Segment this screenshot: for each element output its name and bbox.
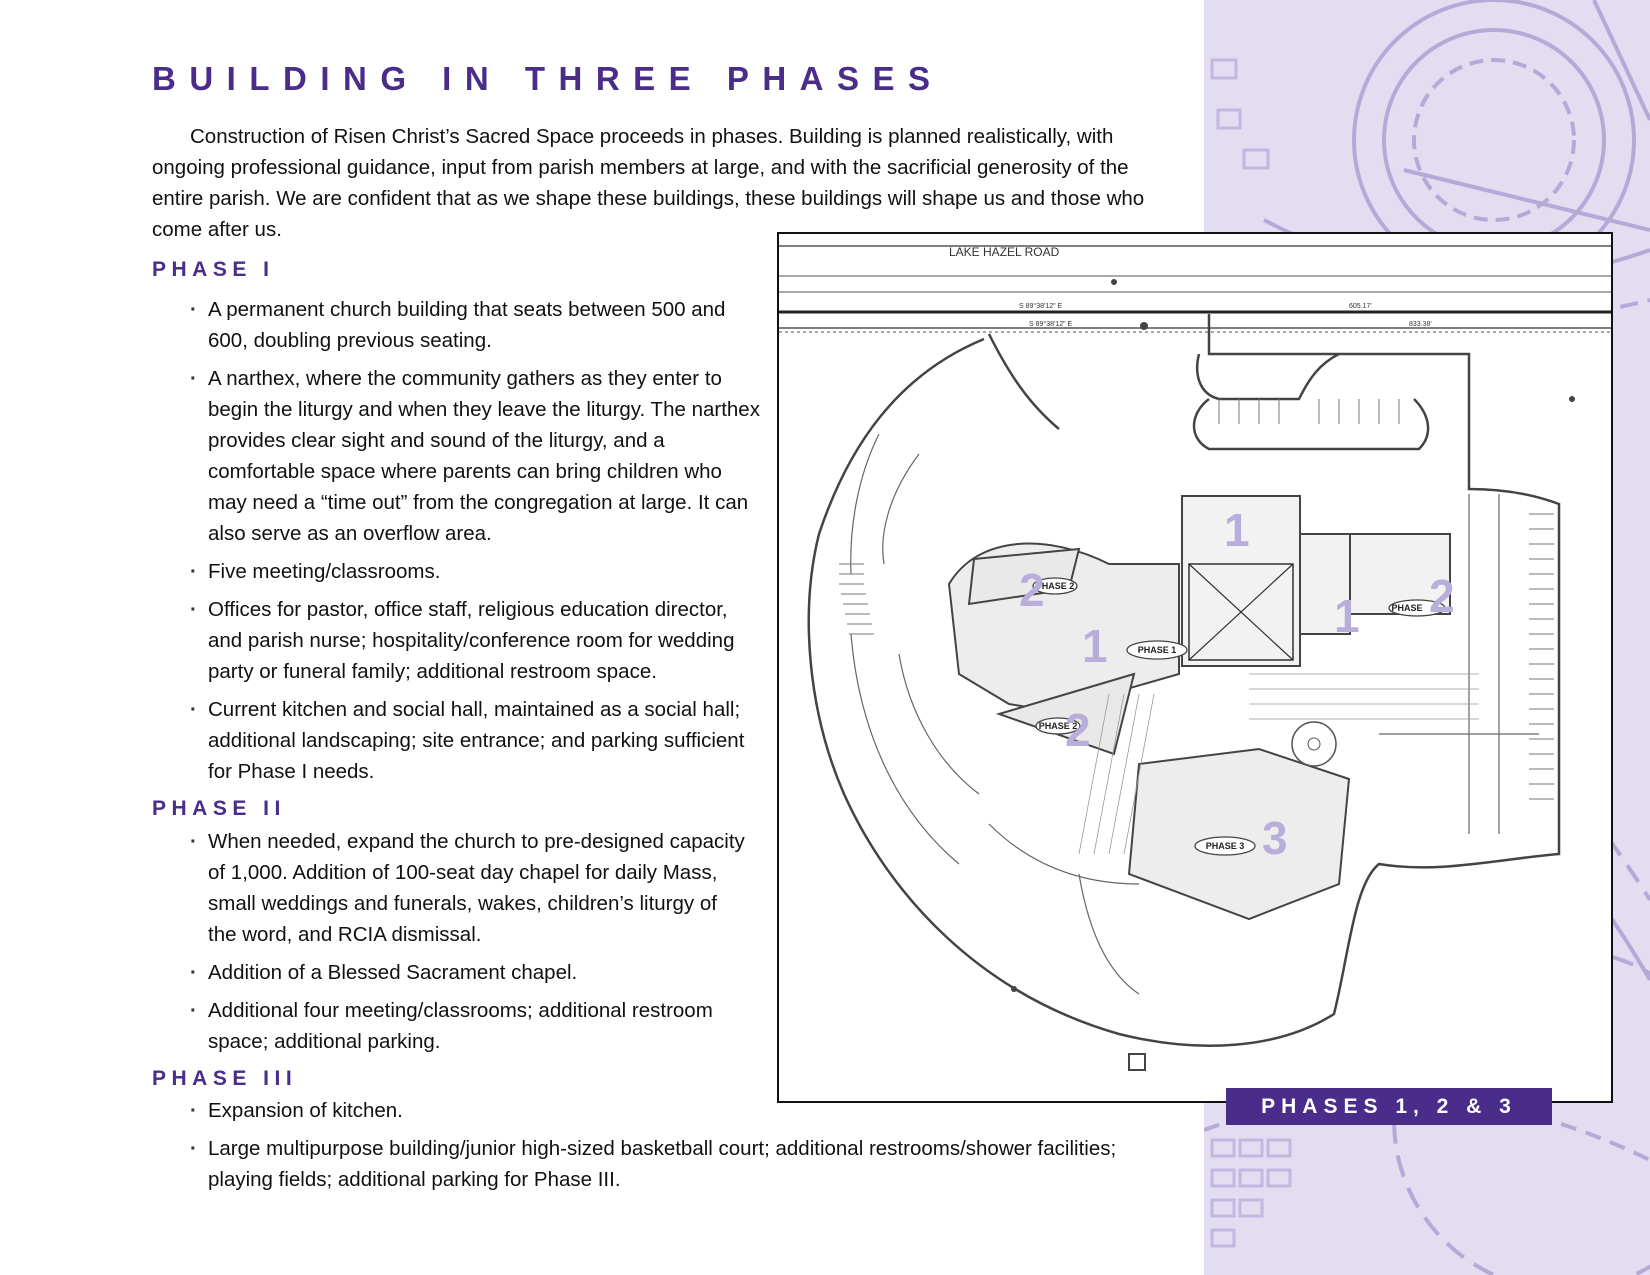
- phase-2-item: Additional four meeting/classrooms; addi…: [190, 995, 750, 1057]
- phase-2-item: When needed, expand the church to pre-de…: [190, 826, 750, 950]
- phase-1-item: Five meeting/classrooms.: [190, 556, 762, 587]
- phase-1-item: Offices for pastor, office staff, religi…: [190, 594, 762, 687]
- phase-tag: PHASE 2: [1036, 581, 1075, 591]
- phase-3-heading: PHASE III: [152, 1067, 298, 1090]
- site-plan-caption: PHASES 1, 2 & 3: [1226, 1088, 1552, 1125]
- phase-3-list: Expansion of kitchen. Large multipurpose…: [190, 1095, 1130, 1202]
- phase-tag: PHASE 1: [1138, 645, 1177, 655]
- phase-tag: PHASE 2: [1039, 721, 1078, 731]
- road-label: LAKE HAZEL ROAD: [949, 245, 1060, 259]
- phase-2-item: Addition of a Blessed Sacrament chapel.: [190, 957, 750, 988]
- phase-2-heading: PHASE II: [152, 797, 286, 820]
- phase-3-item: Large multipurpose building/junior high-…: [190, 1133, 1130, 1195]
- intro-paragraph: Construction of Risen Christ’s Sacred Sp…: [152, 125, 1145, 241]
- distance-label: 833.38': [1409, 321, 1432, 328]
- bearing-label: S 89°38'12" E: [1019, 302, 1063, 310]
- phase-1-item: A narthex, where the community gathers a…: [190, 363, 762, 549]
- phase-tag: PHASE 3: [1206, 841, 1245, 851]
- phase-2-list: When needed, expand the church to pre-de…: [190, 826, 750, 1064]
- phase-numeral: 2: [1019, 564, 1045, 616]
- page-title: BUILDING IN THREE PHASES: [152, 60, 944, 97]
- site-plan-frame: LAKE HAZEL ROAD S 89°38'12" E S 89°38'12…: [777, 232, 1613, 1103]
- phase-numeral: 2: [1429, 570, 1455, 622]
- phase-numeral: 1: [1334, 590, 1360, 642]
- phase-1-item: A permanent church building that seats b…: [190, 294, 762, 356]
- phase-1-list: A permanent church building that seats b…: [190, 294, 762, 794]
- phase-1-item: Current kitchen and social hall, maintai…: [190, 694, 762, 787]
- phase-1-heading: PHASE I: [152, 258, 275, 281]
- phase-numeral: 1: [1082, 620, 1108, 672]
- phase-numeral: 1: [1224, 504, 1250, 556]
- phase-tag: PHASE: [1391, 603, 1422, 613]
- phase-numeral: 3: [1262, 812, 1288, 864]
- bearing-label: S 89°38'12" E: [1029, 320, 1073, 328]
- phase-numeral: 2: [1065, 704, 1091, 756]
- site-plan-drawing: LAKE HAZEL ROAD S 89°38'12" E S 89°38'12…: [779, 245, 1611, 1071]
- phase-3-item: Expansion of kitchen.: [190, 1095, 1130, 1126]
- distance-label: 605.17': [1349, 303, 1372, 310]
